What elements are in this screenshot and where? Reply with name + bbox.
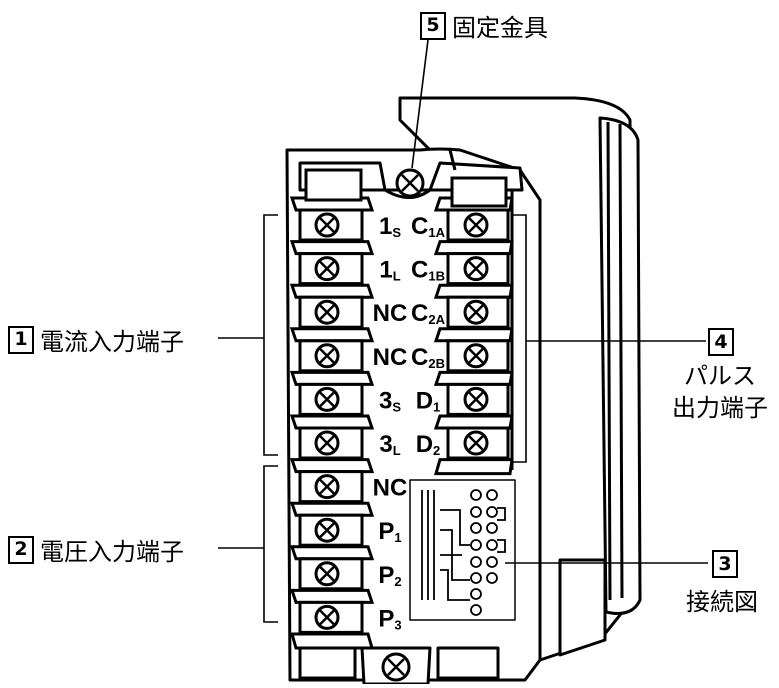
callout-number-1: 1 xyxy=(8,325,34,354)
left-terminal-label-4: NC xyxy=(373,344,408,371)
left-terminal-label-2: 1L xyxy=(379,257,400,284)
right-terminal-label-6: D2 xyxy=(416,431,441,458)
left-terminal-screw-10 xyxy=(314,604,340,630)
callout-label-pulse-output: パルス 出力端子 xyxy=(664,360,776,424)
left-terminal-screw-7 xyxy=(314,474,340,500)
right-terminal-screw-1 xyxy=(463,212,489,238)
callout-number-3: 3 xyxy=(712,550,738,578)
left-terminal-3: NC xyxy=(289,283,408,329)
left-terminal-label-3: NC xyxy=(373,300,408,327)
left-terminal-6: 3L xyxy=(289,414,401,460)
right-terminal-screw-6 xyxy=(463,430,489,456)
right-terminal-4: C2B xyxy=(411,327,514,373)
left-terminal-screw-8 xyxy=(314,517,340,543)
right-terminal-3: C2A xyxy=(411,283,514,329)
callout-label-wiring-diagram: 接続図 xyxy=(686,588,758,616)
callout-voltage-input-terminals: 2 電圧入力端子 xyxy=(8,532,184,567)
left-terminal-screw-4 xyxy=(314,343,340,369)
wiring-diagram-plate xyxy=(409,479,516,621)
left-terminal-1: 1S xyxy=(289,196,401,242)
right-terminal-2: C1B xyxy=(411,240,514,286)
left-terminal-8: P1 xyxy=(289,501,402,547)
right-terminal-label-1: C1A xyxy=(411,213,446,240)
left-terminal-label-7: NC xyxy=(373,475,408,502)
callout-number-5: 5 xyxy=(420,11,446,40)
callout-label-voltage-input: 電圧入力端子 xyxy=(40,538,184,566)
leader-lines xyxy=(218,39,708,623)
callout-number-2: 2 xyxy=(8,535,34,564)
right-terminal-label-2: C1B xyxy=(411,257,445,284)
right-terminal-label-4: C2B xyxy=(411,344,445,371)
left-terminal-2: 1L xyxy=(289,240,401,286)
left-terminal-screw-5 xyxy=(314,386,340,412)
left-terminal-label-6: 3L xyxy=(379,431,400,458)
wiring-diagram-symbols xyxy=(421,489,506,616)
right-terminal-screw-2 xyxy=(463,256,489,282)
right-terminal-5: D1 xyxy=(416,370,514,416)
left-terminal-label-9: P2 xyxy=(378,562,401,589)
callout-wiring-diagram-number: 3 xyxy=(712,550,738,578)
left-terminal-4: NC xyxy=(289,327,408,373)
left-terminal-5: 3S xyxy=(289,370,401,416)
left-terminal-label-10: P3 xyxy=(378,605,401,632)
right-terminal-label-5: D1 xyxy=(416,387,441,414)
left-terminal-screw-2 xyxy=(314,256,340,282)
right-terminal-screw-5 xyxy=(463,386,489,412)
right-terminal-screw-3 xyxy=(463,299,489,325)
left-terminal-screw-3 xyxy=(314,299,340,325)
left-terminal-screw-9 xyxy=(314,561,340,587)
callout-number-4: 4 xyxy=(708,328,734,356)
pulse-output-line-2: 出力端子 xyxy=(672,394,768,422)
right-terminal-label-3: C2A xyxy=(411,300,446,327)
left-terminal-7: NC xyxy=(289,458,408,504)
callout-current-input-terminals: 1 電流入力端子 xyxy=(8,322,184,357)
callout-label-fixing-bracket: 固定金具 xyxy=(452,14,548,42)
left-terminal-label-1: 1S xyxy=(379,213,401,240)
left-terminal-screw-1 xyxy=(314,212,340,238)
left-terminal-10: P3 xyxy=(289,588,402,634)
left-terminal-screw-6 xyxy=(314,430,340,456)
left-terminal-9: P2 xyxy=(289,545,402,591)
pulse-output-line-1: パルス xyxy=(684,362,756,390)
callout-label-current-input: 電流入力端子 xyxy=(40,328,184,356)
left-terminal-label-8: P1 xyxy=(378,518,401,545)
callout-fixing-bracket: 5 固定金具 xyxy=(420,8,548,43)
left-terminal-label-5: 3S xyxy=(379,387,401,414)
right-terminal-6: D2 xyxy=(416,414,514,460)
callout-pulse-output-number: 4 xyxy=(708,328,734,356)
right-terminal-screw-4 xyxy=(463,343,489,369)
